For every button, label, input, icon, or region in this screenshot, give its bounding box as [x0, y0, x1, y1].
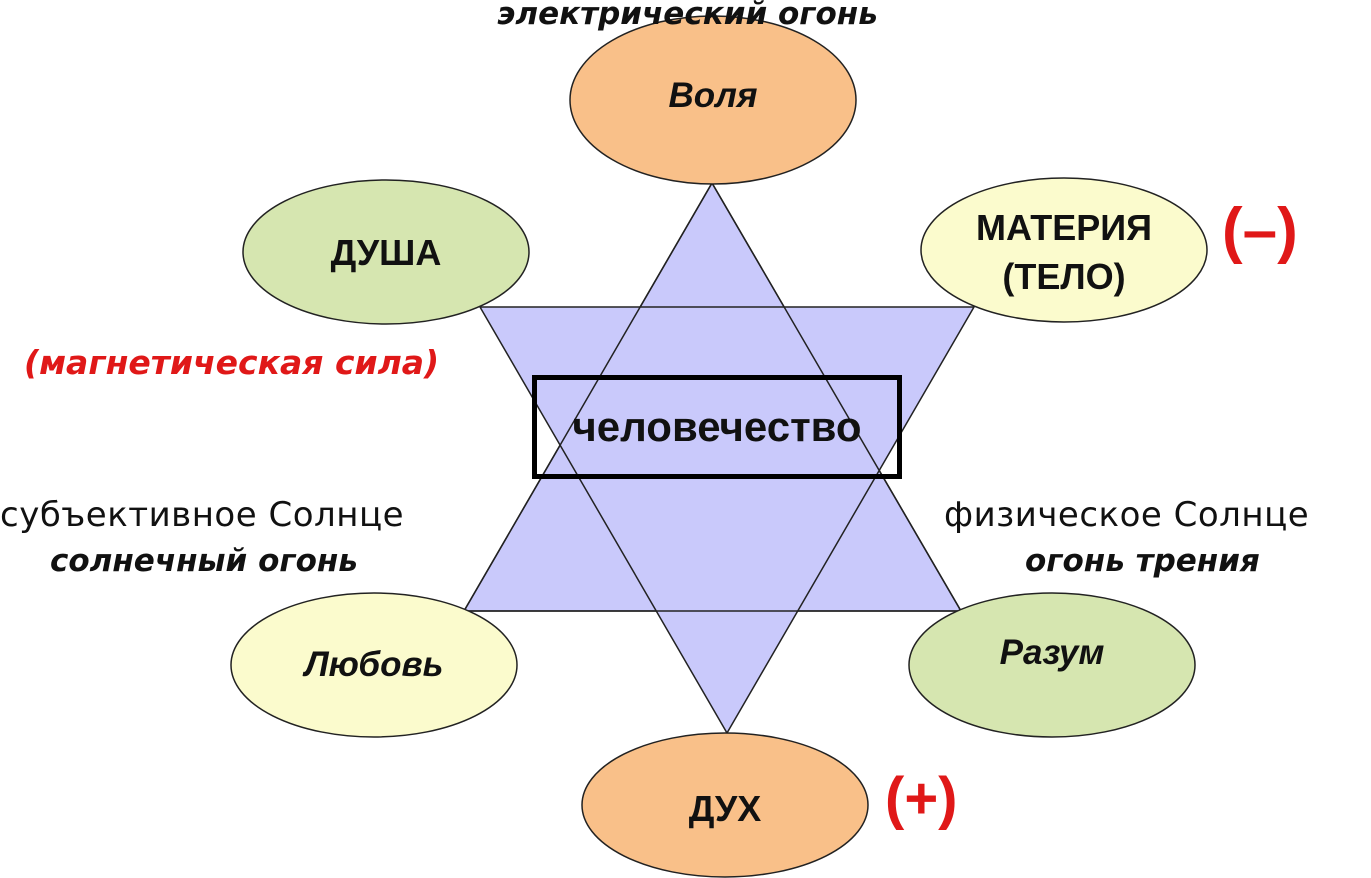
node-lubov-ellipse	[230, 592, 518, 738]
node-lubov: Любовь	[304, 645, 444, 684]
node-materia-line1: МАТЕРИЯ	[976, 207, 1152, 248]
downward-triangle	[478, 306, 976, 735]
node-volya: Воля	[668, 76, 758, 115]
node-duh-ellipse	[581, 732, 869, 878]
node-dusha: ДУША	[330, 232, 442, 273]
label-magnetic-force: (магнетическая сила)	[24, 343, 440, 382]
sign-plus: (+)	[885, 766, 958, 831]
sign-minus: (–)	[1222, 196, 1298, 265]
node-dusha-ellipse	[242, 179, 530, 325]
label-friction-fire: огонь трения	[1025, 543, 1260, 579]
node-materia-line2: (ТЕЛО)	[1002, 256, 1126, 297]
upward-triangle-outline	[462, 181, 963, 612]
label-subjective-sun: субъективное Солнце	[0, 495, 405, 535]
node-razum-ellipse	[908, 592, 1196, 738]
center-humanity-box: человечество	[532, 375, 902, 479]
node-duh: ДУХ	[688, 788, 762, 829]
label-electric-fire: электрический огонь	[497, 0, 878, 32]
node-razum: Разум	[999, 633, 1105, 672]
center-humanity-label: человечество	[572, 403, 862, 450]
node-materia-ellipse	[920, 177, 1208, 323]
node-volya-ellipse	[569, 15, 857, 185]
label-physical-sun: физическое Солнце	[944, 495, 1310, 535]
label-solar-fire: солнечный огонь	[50, 543, 358, 579]
